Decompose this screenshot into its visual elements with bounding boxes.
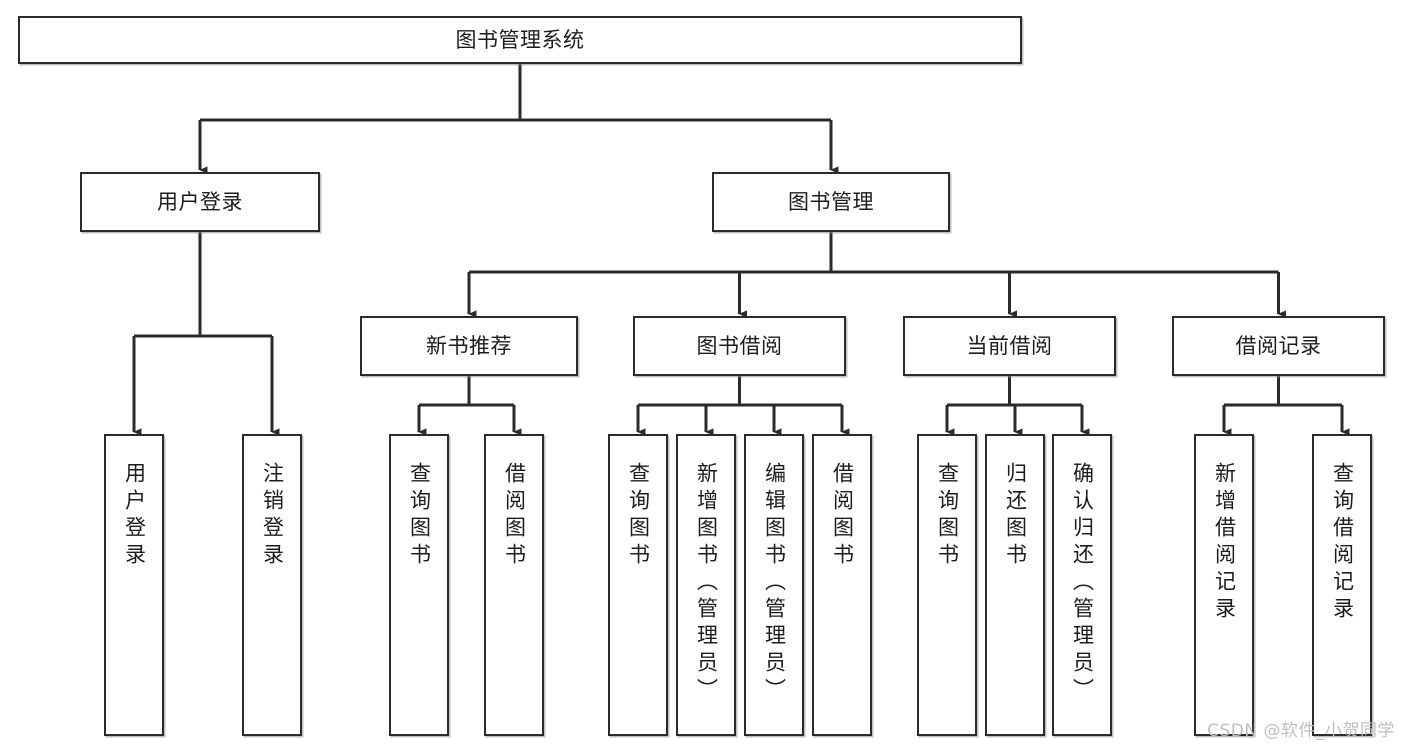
- watermark-text: CSDN @软件_小贺同学: [1207, 721, 1395, 741]
- node-label: 查询借阅记录: [1330, 462, 1355, 624]
- node-bk-query[interactable]: 查询图书: [608, 434, 668, 736]
- node-label: 查询图书: [626, 462, 651, 570]
- node-newbook[interactable]: 新书推荐: [360, 316, 578, 376]
- node-current[interactable]: 当前借阅: [903, 316, 1116, 376]
- node-bk-add[interactable]: 新增图书（管理员）: [676, 434, 736, 736]
- node-userlogin[interactable]: 用户登录: [104, 434, 164, 736]
- node-label: 借阅记录: [1235, 333, 1322, 358]
- node-label: 图书管理系统: [455, 27, 585, 52]
- node-label: 归还图书: [1003, 462, 1028, 570]
- node-label: 借阅图书: [830, 462, 855, 570]
- node-cu-query[interactable]: 查询图书: [917, 434, 977, 736]
- node-cu-return[interactable]: 归还图书: [985, 434, 1045, 736]
- node-records[interactable]: 借阅记录: [1172, 316, 1385, 376]
- node-label: 查询图书: [407, 462, 432, 570]
- node-label: 新增借阅记录: [1212, 462, 1237, 624]
- node-label: 图书借阅: [696, 333, 783, 358]
- node-bookmgmt[interactable]: 图书管理: [712, 172, 950, 232]
- node-label: 注销登录: [260, 462, 285, 570]
- node-cu-confirm[interactable]: 确认归还（管理员）: [1052, 434, 1112, 736]
- node-nb-borrow[interactable]: 借阅图书: [484, 434, 544, 736]
- node-rc-add[interactable]: 新增借阅记录: [1194, 434, 1254, 736]
- node-label: 编辑图书（管理员）: [762, 462, 787, 705]
- node-bk-edit[interactable]: 编辑图书（管理员）: [744, 434, 804, 736]
- node-borrow[interactable]: 图书借阅: [633, 316, 846, 376]
- connector-group: [132, 64, 1350, 436]
- node-label: 确认归还（管理员）: [1070, 462, 1095, 705]
- node-bk-borrow[interactable]: 借阅图书: [812, 434, 872, 736]
- node-label: 新书推荐: [426, 333, 512, 358]
- node-userlogout[interactable]: 注销登录: [242, 434, 302, 736]
- node-rc-query[interactable]: 查询借阅记录: [1312, 434, 1372, 736]
- node-label: 查询图书: [935, 462, 960, 570]
- node-label: 新增图书（管理员）: [694, 462, 719, 705]
- node-label: 图书管理: [788, 189, 874, 214]
- node-label: 借阅图书: [502, 462, 527, 570]
- node-login[interactable]: 用户登录: [80, 172, 320, 232]
- node-label: 用户登录: [157, 189, 243, 214]
- node-label: 当前借阅: [966, 333, 1053, 358]
- node-label: 用户登录: [122, 462, 147, 570]
- node-nb-query[interactable]: 查询图书: [389, 434, 449, 736]
- node-root[interactable]: 图书管理系统: [18, 16, 1022, 64]
